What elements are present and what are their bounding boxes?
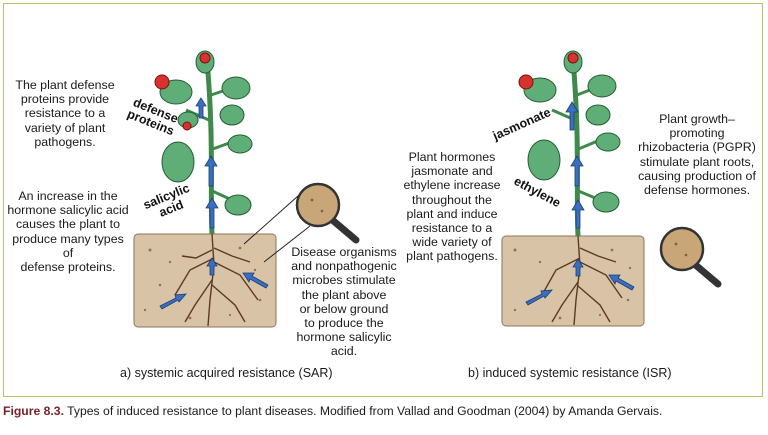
root-arrow-a2: [242, 272, 269, 289]
soil-specks-a: [143, 246, 262, 320]
figure-number: Figure 8.3.: [3, 404, 64, 418]
note-disease-organisms: Disease organisms and nonpathogenic micr…: [291, 245, 397, 359]
root-arrow-a3: [206, 257, 218, 276]
flower-b2: [567, 52, 579, 64]
root-arrow-b1: [525, 289, 553, 306]
panel-a-caption: a) systemic acquired resistance (SAR): [120, 366, 333, 380]
stem-arrow-a2: [204, 155, 218, 187]
root-arrow-a1: [159, 293, 187, 310]
root-arrow-b2: [608, 274, 635, 291]
note-salicylic-acid: An increase in the hormone salicylic aci…: [7, 189, 129, 275]
note-plant-hormones: Plant hormones jasmonate and ethylene in…: [403, 150, 501, 264]
flower-a2: [199, 52, 211, 64]
flower-a1: [154, 74, 170, 90]
flower-b1: [518, 74, 534, 90]
figure-frame: [3, 3, 763, 397]
roots-b: [541, 235, 623, 326]
soil-specks-b: [513, 248, 632, 320]
stem-arrow-b3: [565, 101, 579, 131]
leaves-b: [523, 50, 621, 213]
note-defense-proteins: The plant defense proteins provide resis…: [15, 78, 115, 149]
magnifier-a: [295, 182, 360, 244]
root-arrow-b3: [572, 258, 584, 277]
arrows-a: [159, 97, 269, 310]
flower-a3: [182, 121, 192, 131]
arrows-b: [525, 101, 635, 306]
panel-b-caption: b) induced systemic resistance (ISR): [468, 366, 672, 380]
stem-arrow-a1: [205, 197, 219, 229]
soil-block-b: [501, 235, 645, 327]
stem-arrow-b1: [571, 199, 585, 229]
stem-arrow-a3: [195, 97, 207, 119]
roots-a: [174, 233, 259, 327]
figure-caption: Figure 8.3. Types of induced resistance …: [3, 404, 765, 418]
note-pgpr: Plant growth– promoting rhizobacteria (P…: [638, 112, 756, 198]
figure-caption-text: Types of induced resistance to plant dis…: [63, 404, 663, 418]
magnifier-b: [659, 226, 722, 288]
stem-arrow-b2: [570, 155, 584, 187]
